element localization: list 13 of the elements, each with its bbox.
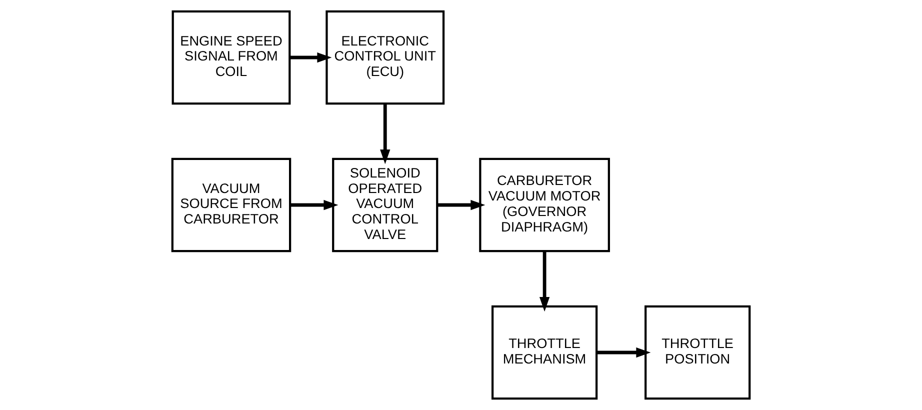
arrow <box>437 200 486 210</box>
node-box: ELECTRONIC CONTROL UNIT (ECU) <box>326 10 445 105</box>
node-box: VACUUM SOURCE FROM CARBURETOR <box>171 158 292 252</box>
arrow <box>380 104 390 164</box>
node-box: THROTTLE MECHANISM <box>491 305 598 400</box>
node-box: SOLENOID OPERATED VACUUM CONTROL VALVE <box>332 158 438 252</box>
node-box: CARBURETOR VACUUM MOTOR (GOVERNOR DIAPHRAGM) <box>479 158 610 252</box>
arrow <box>596 347 651 358</box>
arrow <box>290 200 338 210</box>
arrow <box>290 52 332 63</box>
node-box: ENGINE SPEED SIGNAL FROM COIL <box>172 10 291 105</box>
node-box: THROTTLE POSITION <box>644 305 751 400</box>
arrow <box>539 251 550 312</box>
